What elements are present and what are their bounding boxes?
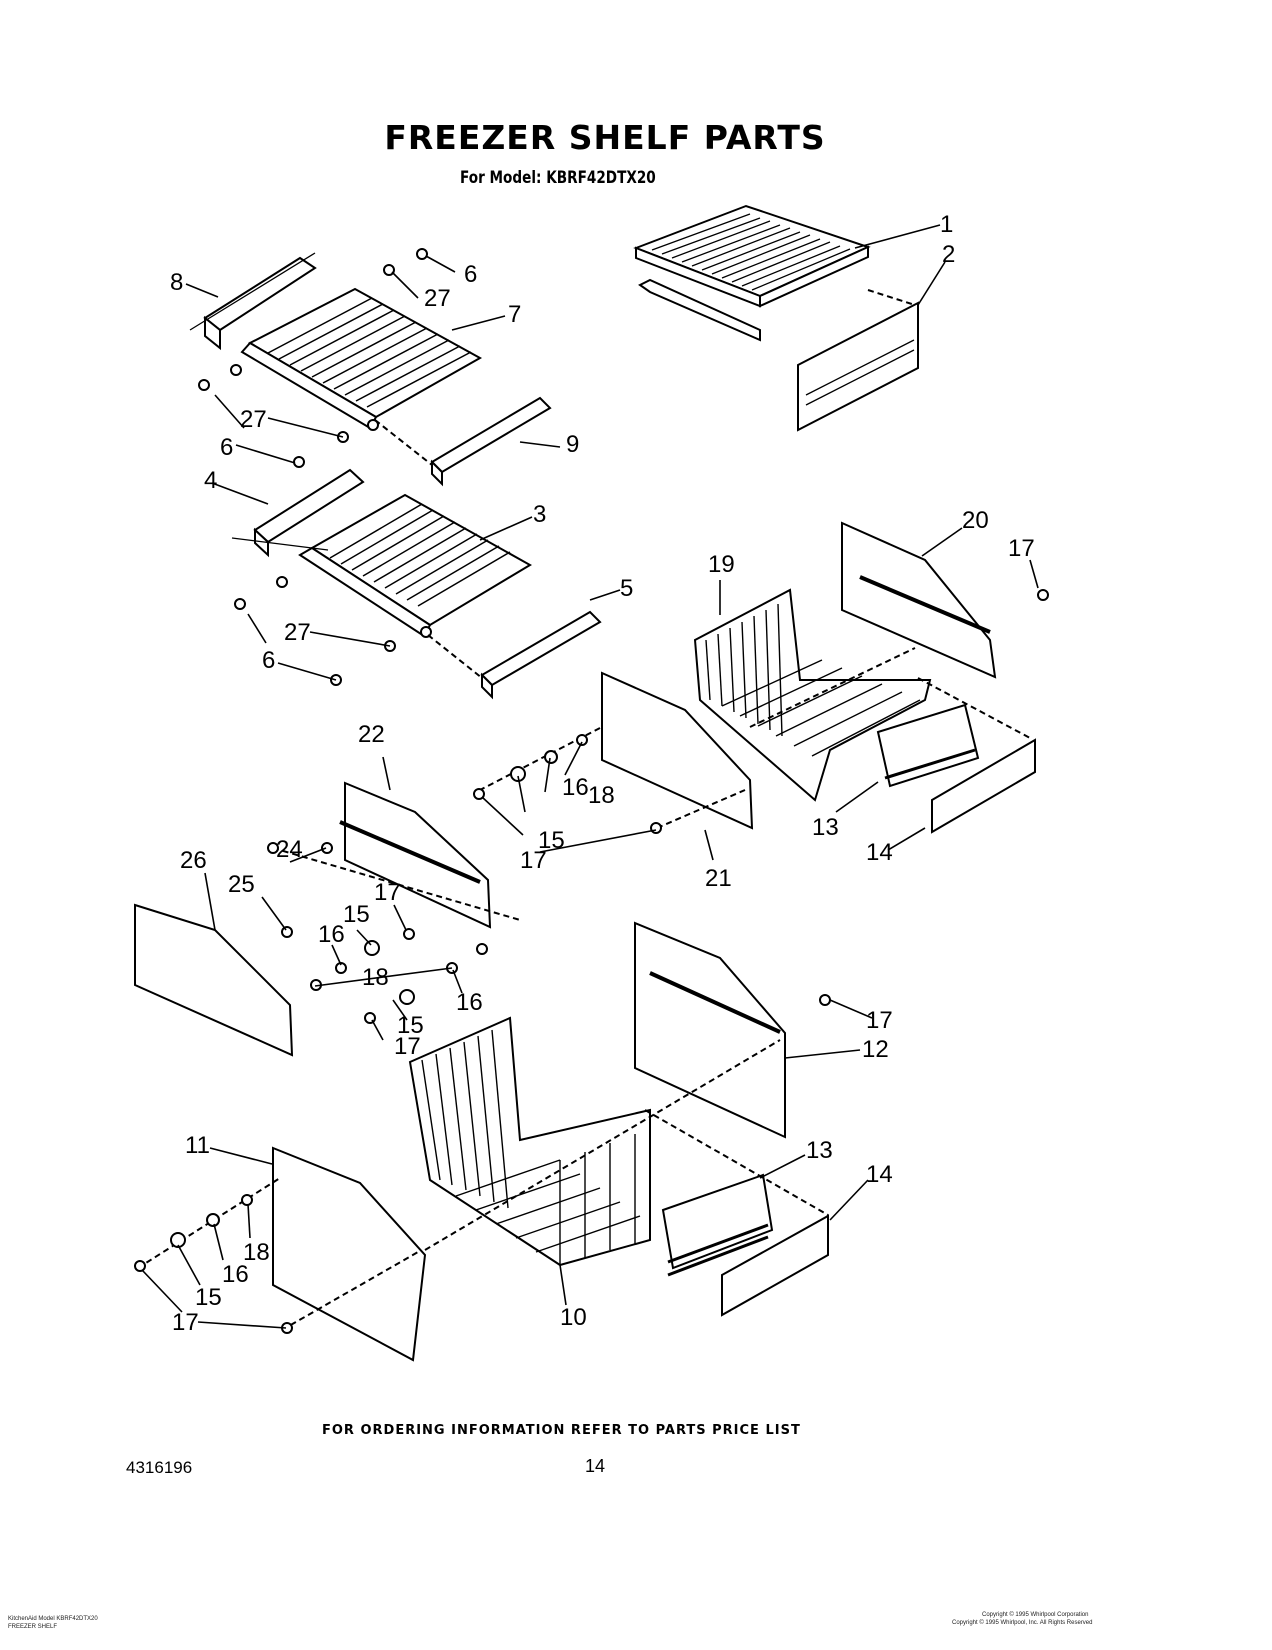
callout-8: 8 <box>170 269 183 296</box>
callout-16a: 16 <box>562 774 589 801</box>
part-7-wire-shelf <box>240 287 483 431</box>
part-13-trim-lower <box>661 1173 774 1277</box>
callout-15b: 15 <box>343 901 370 928</box>
model-subtitle: For Model: KBRF42DTX20 <box>460 168 656 188</box>
callout-17b: 17 <box>520 847 547 874</box>
callout-20: 20 <box>962 507 989 534</box>
callout-2: 2 <box>942 241 955 268</box>
callout-27a: 27 <box>424 285 451 312</box>
part-14-panel-upper <box>931 738 1036 834</box>
part-20-side-plate <box>841 521 997 679</box>
callout-17f: 17 <box>172 1309 199 1336</box>
callout-21: 21 <box>705 865 732 892</box>
callout-24: 24 <box>276 836 303 863</box>
ordering-note: FOR ORDERING INFORMATION REFER TO PARTS … <box>322 1423 801 1438</box>
callout-22: 22 <box>358 721 385 748</box>
callout-labels: 1 2 3 4 5 6 6 6 6 7 8 9 10 11 12 13 13 1… <box>170 211 1035 1336</box>
part-3-wire-shelf <box>298 493 532 638</box>
callout-16d: 16 <box>222 1261 249 1288</box>
part-14-panel-lower <box>721 1214 829 1317</box>
part-13-trim-upper <box>876 703 980 788</box>
hardware-set-lower <box>134 994 831 1334</box>
part-19-wire-basket <box>693 588 932 802</box>
callout-11: 11 <box>185 1132 210 1159</box>
callout-17a: 17 <box>1008 535 1035 562</box>
callout-18c: 18 <box>243 1239 270 1266</box>
footer-small-right-2: Copyright © 1995 Whirlpool, Inc. All Rig… <box>952 1620 1093 1626</box>
page-title: FREEZER SHELF PARTS <box>384 118 826 157</box>
callout-26: 26 <box>180 847 207 874</box>
callout-15d: 15 <box>195 1284 222 1311</box>
callout-1: 1 <box>940 211 953 238</box>
callout-5: 5 <box>620 575 633 602</box>
part-4-trim <box>231 468 365 558</box>
callout-18b: 18 <box>362 964 389 991</box>
hardware-set-left <box>267 842 488 1024</box>
part-9-trim <box>374 396 552 487</box>
callout-18a: 18 <box>588 782 615 809</box>
callout-14b: 14 <box>866 1161 893 1188</box>
callout-6b: 6 <box>220 434 233 461</box>
part-12-side-plate <box>634 921 786 1139</box>
callout-27b: 27 <box>240 406 267 433</box>
part-11-side-plate <box>272 1146 427 1362</box>
callout-17e: 17 <box>866 1007 893 1034</box>
part-2-shelf-trim <box>797 289 919 432</box>
screw-set-upper <box>198 248 428 686</box>
callout-12: 12 <box>862 1036 889 1063</box>
leader-lines <box>141 224 1039 1329</box>
hardware-set-middle <box>473 589 1049 834</box>
callout-7: 7 <box>508 301 521 328</box>
callout-15a: 15 <box>538 827 565 854</box>
callout-17c: 17 <box>374 879 401 906</box>
callout-6a: 6 <box>464 261 477 288</box>
part-8-trim <box>189 252 317 351</box>
callout-16c: 16 <box>456 989 483 1016</box>
part-10-wire-basket <box>408 1016 651 1267</box>
part-5-trim <box>427 610 602 700</box>
callout-16b: 16 <box>318 921 345 948</box>
document-number: 4316196 <box>126 1458 193 1477</box>
part-26-side-plate <box>134 903 294 1057</box>
footer-small-left-1: KitchenAid Model KBRF42DTX20 <box>8 1616 98 1622</box>
callout-27c: 27 <box>284 619 311 646</box>
callout-14a: 14 <box>866 839 893 866</box>
page-number: 14 <box>585 1456 606 1476</box>
callout-13b: 13 <box>806 1137 833 1164</box>
part-1-glass-shelf <box>633 204 871 342</box>
footer-small-left-2: FREEZER SHELF <box>8 1624 58 1630</box>
part-21-side-plate <box>601 671 754 830</box>
callout-17d: 17 <box>394 1033 421 1060</box>
callout-3: 3 <box>533 501 546 528</box>
footer-small-right-1: Copyright © 1995 Whirlpool Corporation <box>982 1612 1089 1618</box>
callout-6c: 6 <box>262 647 275 674</box>
callout-9: 9 <box>566 431 579 458</box>
callout-4: 4 <box>204 467 217 494</box>
callout-15c: 15 <box>397 1012 424 1039</box>
part-22-side-plate <box>339 781 492 929</box>
callout-19: 19 <box>708 551 735 578</box>
callout-13a: 13 <box>812 814 839 841</box>
callout-25: 25 <box>228 871 255 898</box>
callout-10: 10 <box>560 1304 587 1331</box>
